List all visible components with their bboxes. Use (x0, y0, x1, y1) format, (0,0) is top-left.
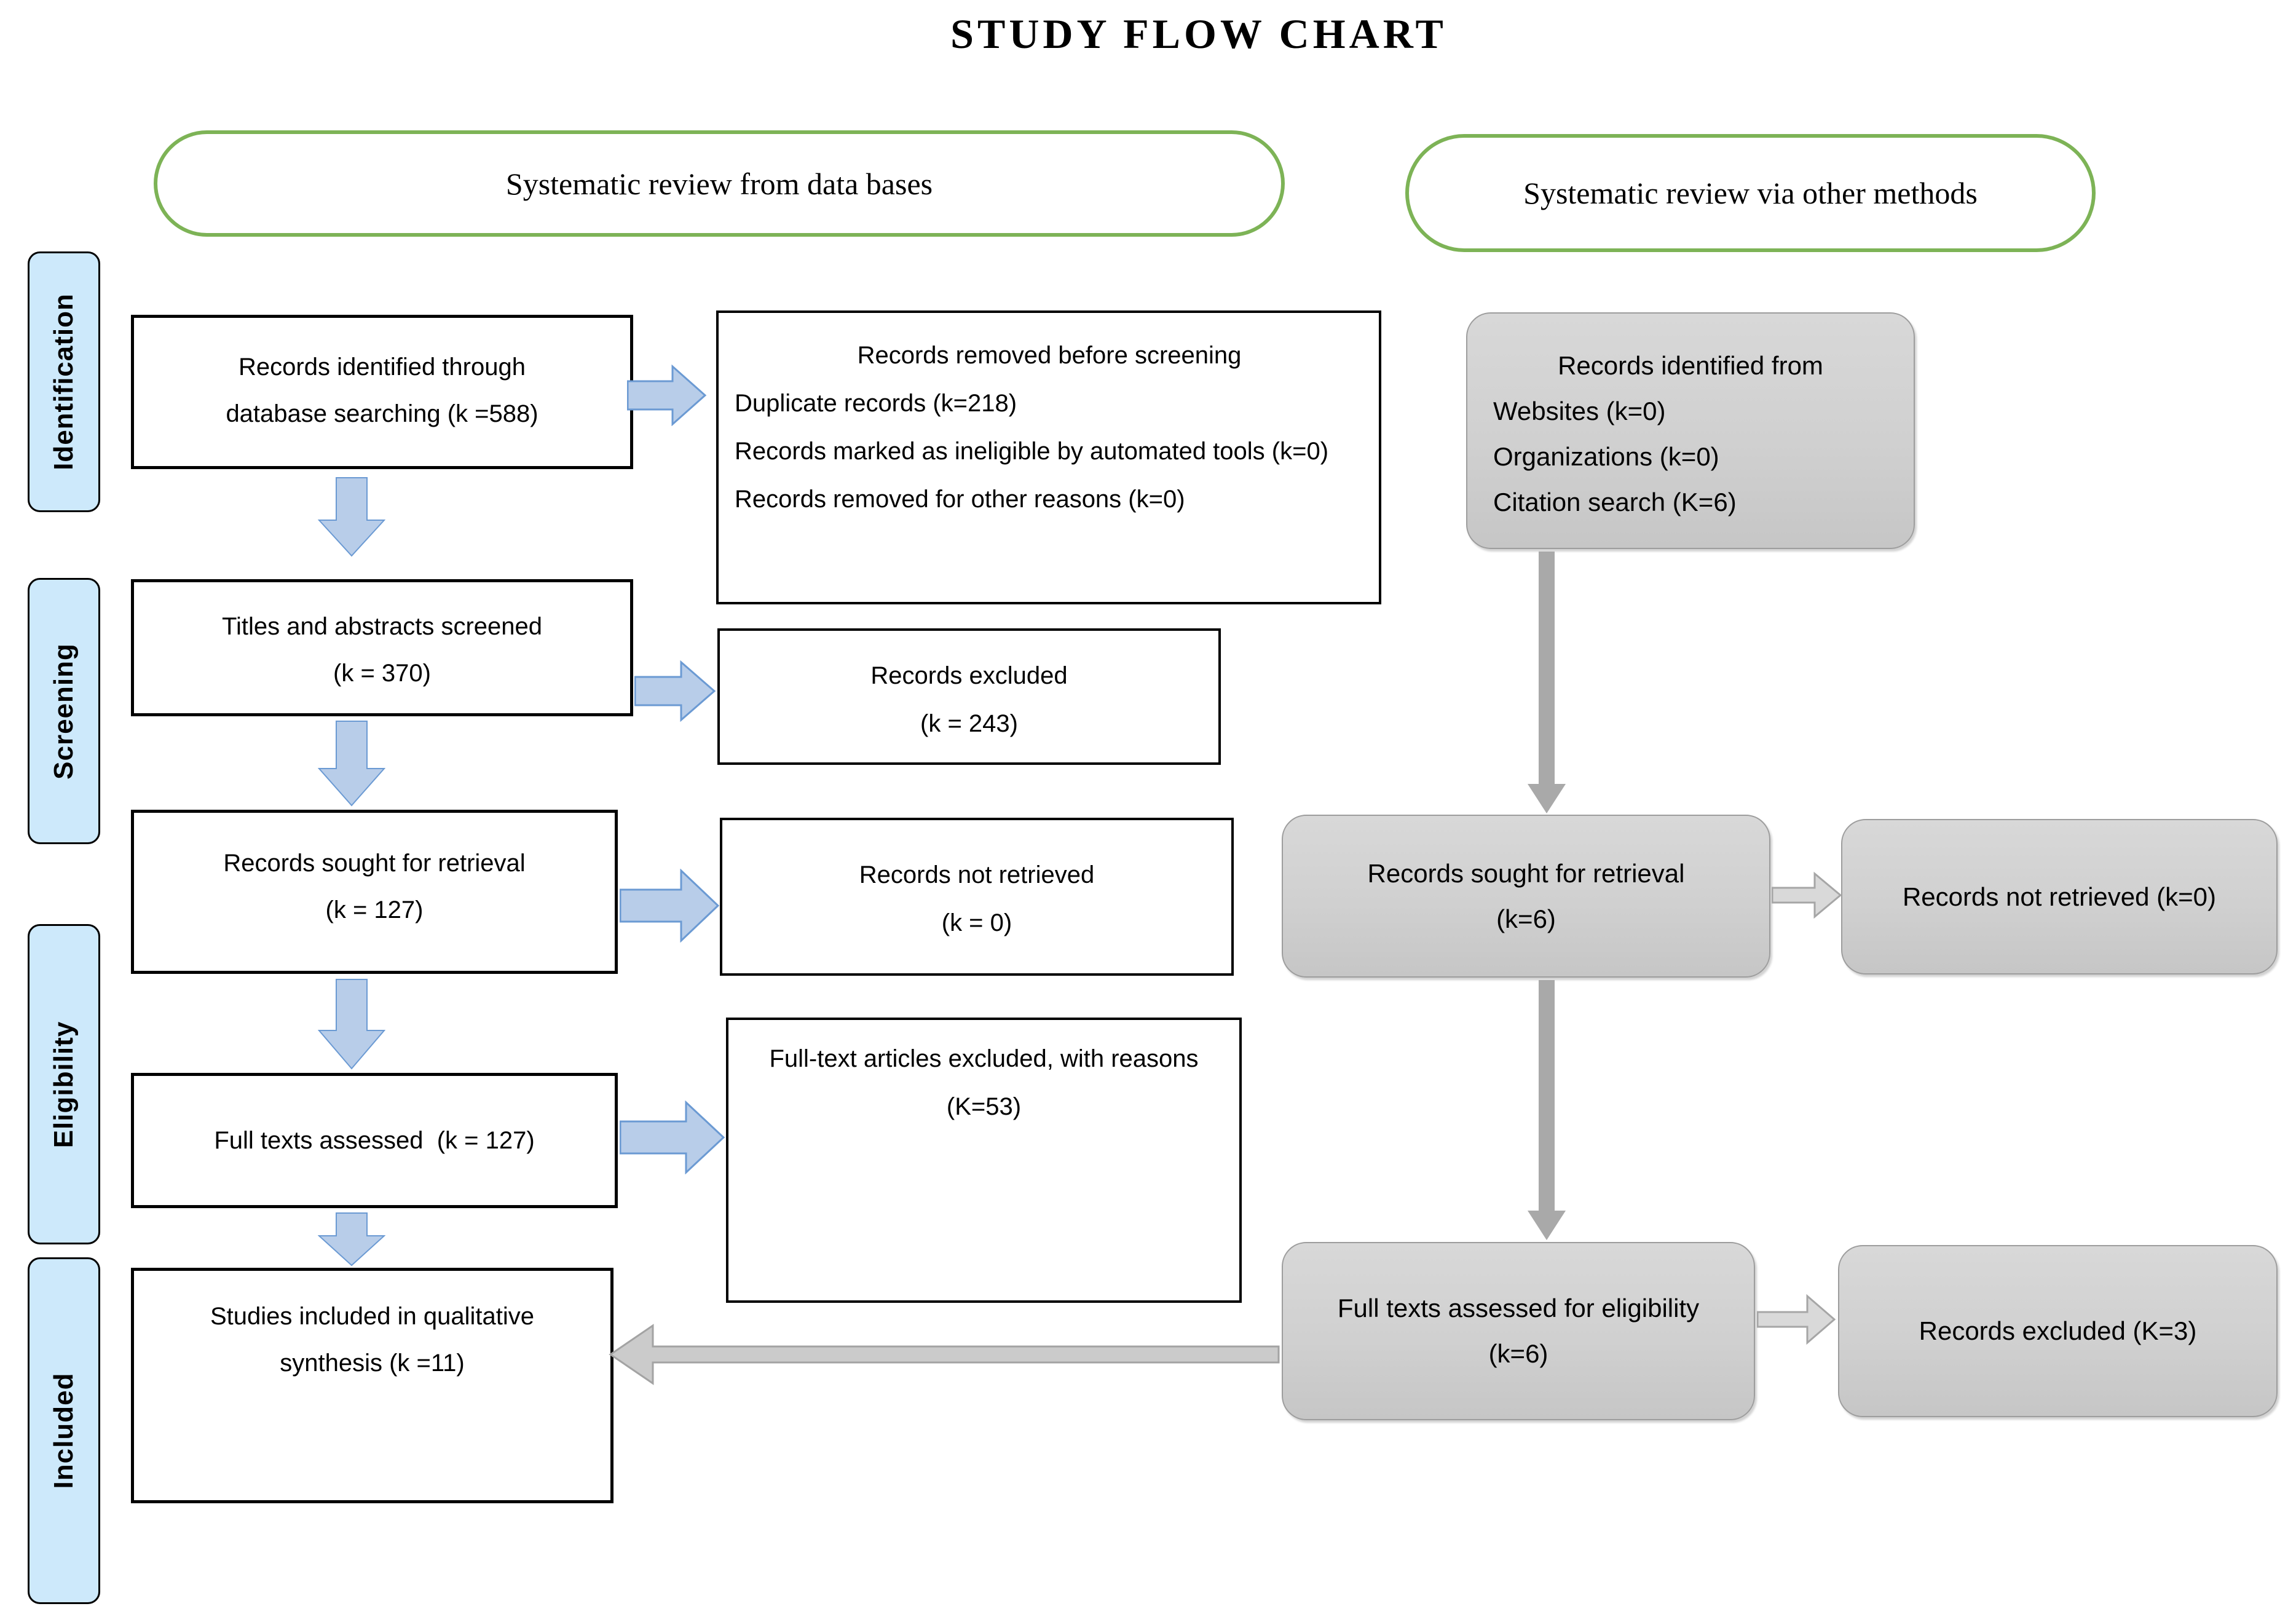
box-studies-included: Studies included in qualitative synthesi… (131, 1268, 613, 1503)
box-text: (k = 370) (333, 660, 431, 687)
box-text: Citation search (K=6) (1493, 488, 1737, 516)
box-text: Studies included in qualitative (210, 1303, 534, 1330)
box-text: Organizations (k=0) (1493, 442, 1719, 471)
flow-arrow-right-to-removed (627, 365, 707, 426)
flow-arrow-down-screened-to-sought (318, 721, 385, 807)
box-text: Titles and abstracts screened (222, 613, 542, 640)
box-records-removed-before-screening: Records removed before screening Duplica… (716, 310, 1381, 604)
box-text: Duplicate records (k=218) (735, 390, 1017, 417)
flow-arrow-down-sought-to-eligibility-other (1528, 980, 1566, 1240)
box-records-not-retrieved-other: Records not retrieved (k=0) (1841, 819, 2278, 975)
flow-arrow-down-identification-to-screening (318, 477, 385, 557)
box-records-identified-other: Records identified from Websites (k=0) O… (1466, 312, 1915, 549)
sidebar-stage-screening: Screening (28, 578, 100, 844)
box-text: Records excluded (870, 662, 1068, 689)
box-text: Records excluded (K=3) (1919, 1316, 2197, 1345)
header-databases-label: Systematic review from data bases (505, 166, 933, 201)
flow-arrow-right-to-not-retrieved-other (1772, 871, 1842, 919)
box-text: (k = 243) (920, 710, 1018, 737)
header-ellipse-other-methods: Systematic review via other methods (1405, 134, 2096, 252)
box-text: Records not retrieved (k=0) (1902, 882, 2217, 911)
stage-label-eligibility: Eligibility (49, 1021, 79, 1148)
sidebar-stage-eligibility: Eligibility (28, 924, 100, 1244)
stage-label-screening: Screening (49, 642, 79, 780)
flow-arrow-right-to-excluded-other (1757, 1294, 1836, 1345)
box-text: (k = 0) (941, 909, 1012, 936)
header-other-methods-label: Systematic review via other methods (1523, 176, 1978, 210)
box-records-sought-retrieval-other: Records sought for retrieval (k=6) (1282, 815, 1770, 978)
box-records-not-retrieved: Records not retrieved (k = 0) (720, 818, 1234, 976)
flow-arrow-left-eligibility-to-included (609, 1324, 1280, 1385)
box-text: Records sought for retrieval (1367, 858, 1685, 888)
box-text: Websites (k=0) (1493, 397, 1666, 425)
sidebar-stage-identification: Identification (28, 251, 100, 512)
box-text: Full texts assessed for eligibility (1337, 1294, 1700, 1322)
flow-arrow-down-fulltexts-to-included (318, 1212, 385, 1267)
page-title: STUDY FLOW CHART (950, 10, 1447, 57)
stage-label-included: Included (49, 1372, 79, 1489)
box-text: Records removed for other reasons (k=0) (735, 486, 1185, 513)
box-records-excluded: Records excluded (k = 243) (717, 628, 1221, 765)
box-full-texts-assessed: Full texts assessed (k = 127) (131, 1073, 618, 1208)
box-records-sought-retrieval: Records sought for retrieval (k = 127) (131, 810, 618, 974)
box-titles-abstracts-screened: Titles and abstracts screened (k = 370) (131, 579, 633, 716)
flow-arrow-right-to-excluded (634, 660, 716, 722)
header-ellipse-databases: Systematic review from data bases (154, 130, 1285, 237)
box-text: synthesis (k =11) (280, 1350, 465, 1377)
flow-arrow-down-identified-to-sought-other (1528, 552, 1566, 813)
box-text: Full texts assessed (k = 127) (214, 1127, 535, 1154)
flow-arrow-right-to-not-retrieved (620, 869, 720, 943)
box-text: (k = 127) (325, 896, 424, 923)
box-text: Records not retrieved (859, 861, 1095, 888)
box-text: Records sought for retrieval (223, 850, 526, 877)
box-text: (k=6) (1488, 1339, 1548, 1368)
box-text: Records identified through (239, 354, 526, 381)
box-full-texts-eligibility-other: Full texts assessed for eligibility (k=6… (1282, 1242, 1755, 1420)
box-records-identified-databases: Records identified through database sear… (131, 315, 633, 469)
box-text: Records identified from (1558, 351, 1823, 380)
box-text: (k=6) (1496, 904, 1556, 933)
stage-label-identification: Identification (49, 293, 79, 470)
box-text: Records removed before screening (857, 342, 1242, 369)
flow-arrow-down-sought-to-fulltexts (318, 979, 385, 1070)
box-text: Full-text articles excluded, with reason… (769, 1045, 1205, 1120)
box-text: Records marked as ineligible by automate… (735, 438, 1329, 465)
box-text: database searching (k =588) (226, 400, 538, 427)
flow-arrow-right-to-fulltext-excluded (620, 1101, 725, 1174)
box-records-excluded-other: Records excluded (K=3) (1838, 1245, 2278, 1417)
box-fulltext-articles-excluded: Full-text articles excluded, with reason… (726, 1018, 1242, 1303)
sidebar-stage-included: Included (28, 1257, 100, 1604)
